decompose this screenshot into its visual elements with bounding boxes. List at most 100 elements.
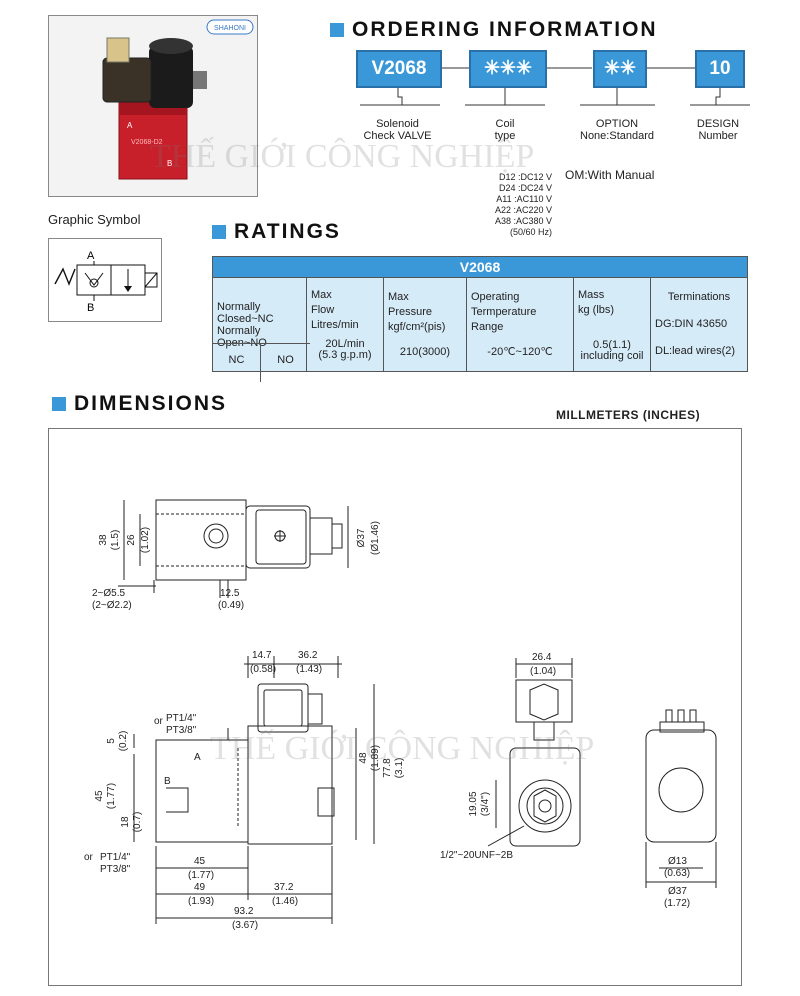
dim-front-or1: or	[154, 716, 164, 727]
coil-type-list: D12 :DC12 V D24 :DC24 V A11 :AC110 V A22…	[494, 172, 552, 237]
dim-front-0-7: (0.7)	[132, 812, 143, 833]
dim-front-port-b2: PT3/8"	[100, 864, 131, 875]
dim-front-w37-2: 37.2	[274, 882, 294, 893]
nc-value: NC	[228, 354, 245, 366]
dim-front-3-1: (3.1)	[394, 758, 405, 779]
dim-front-lbl-b: B	[164, 776, 171, 787]
dim-top-d146: (Ø1.46)	[370, 521, 381, 555]
watermark-top: THẾ GIỚI CÔNG NGHIỆP	[150, 138, 535, 175]
photo-label-a: A	[127, 121, 133, 130]
dim-side-3-4: (3/4")	[480, 792, 491, 816]
dim-front-1-43: (1.43)	[296, 664, 322, 675]
dim-front-77-8: 77.8	[382, 758, 393, 778]
ratings-col-pressure: Max Pressure kgf/cm²(pis) 210(3000)	[383, 277, 467, 372]
ratings-col-flow: Max Flow Litres/min 20L/min (5.3 g.p.m)	[306, 277, 384, 372]
section-square-icon	[52, 397, 66, 411]
dim-front-w45: 45	[194, 856, 206, 867]
ratings-table-title: V2068	[212, 256, 748, 278]
mass-value: 0.5(1.1)	[593, 338, 631, 351]
ratings-header: RATINGS	[212, 220, 341, 244]
dim-top-0-49: (0.49)	[218, 600, 244, 611]
photo-model: V2068-D2	[131, 139, 163, 146]
dim-front-port-top: PT1/4"	[166, 713, 197, 724]
dim-coil-0-63: (0.63)	[664, 868, 690, 879]
dim-front-14-7: 14.7	[252, 650, 272, 661]
dim-front-5: 5	[106, 738, 117, 744]
dimensions-header: DIMENSIONS	[52, 392, 227, 416]
code-coil: ✳✳✳	[469, 50, 547, 88]
dim-front-45: 45	[94, 790, 105, 802]
section-square-icon	[212, 225, 226, 239]
ratings-col-temperature: Operating Termperature Range -20℃~120℃	[466, 277, 574, 372]
photo-label-b: B	[167, 159, 172, 168]
dimensions-title: DIMENSIONS	[74, 392, 228, 415]
dim-top-38: 38	[98, 534, 109, 546]
option-manual: OM:With Manual	[565, 168, 655, 182]
dim-top-holes: 2~Ø5.5	[92, 588, 126, 599]
caption-coil: Coil type	[494, 118, 516, 142]
caption-design: DESIGN Number	[696, 118, 740, 142]
ratings-col-terminations: Terminations DG:DIN 43650 DL:lead wires(…	[650, 277, 748, 372]
flow-value: 20L/min	[325, 338, 365, 350]
dim-coil-1-72: (1.72)	[664, 898, 690, 909]
ordering-header: ORDERING INFORMATION	[330, 18, 658, 42]
dim-front-port-top2: PT3/8"	[166, 725, 197, 736]
dim-front-1-77: (1.77)	[106, 783, 117, 809]
graphic-symbol-box: A B	[48, 238, 162, 322]
dim-side-1-04: (1.04)	[530, 666, 556, 677]
dim-side-thread: 1/2"~20UNF~2B	[440, 850, 513, 861]
product-photo: A V2068-D2 B SHAHONI	[48, 15, 258, 197]
dimensions-drawing-frame	[48, 428, 742, 986]
dim-front-18: 18	[120, 816, 131, 828]
dim-front-port-b: PT1/4"	[100, 852, 131, 863]
dim-top-holes-in: (2~Ø2.2)	[92, 600, 132, 611]
ratings-title: RATINGS	[234, 220, 341, 243]
brand-logo: SHAHONI	[214, 25, 246, 32]
dim-front-1-89: (1.89)	[370, 745, 381, 771]
caption-option: OPTION None:Standard	[580, 118, 654, 142]
nc-no-top-divider	[213, 343, 310, 344]
dim-top-d37: Ø37	[356, 528, 367, 547]
ratings-col-type: Normally Closed~NC Normally Open~NO	[212, 277, 307, 372]
mass-note: including coil	[580, 349, 644, 362]
dim-front-36-2: 36.2	[298, 650, 318, 661]
pressure-value: 210(3000)	[399, 345, 451, 358]
ordering-title: ORDERING INFORMATION	[352, 18, 658, 41]
dim-side-26-4: 26.4	[532, 652, 552, 663]
temperature-value: -20℃~120℃	[487, 345, 553, 358]
dim-front-w1-77: (1.77)	[188, 870, 214, 881]
dimensions-units: MILLMETERS (INCHES)	[556, 408, 701, 422]
dim-front-48: 48	[358, 752, 369, 764]
watermark-bottom: THẾ GIỚI CÔNG NGHIỆP	[210, 730, 595, 767]
valve-photo-illustration: A V2068-D2 B SHAHONI	[49, 16, 257, 196]
dim-front-0-2: (0.2)	[118, 731, 129, 752]
dim-coil-d13: Ø13	[668, 856, 687, 867]
dim-front-or2: or	[84, 852, 94, 863]
dim-front-lbl-a: A	[194, 752, 201, 763]
code-design: 10	[695, 50, 745, 88]
dim-top-12-5: 12.5	[220, 588, 240, 599]
dim-front-w49: 49	[194, 882, 206, 893]
dim-top-1-5: (1.5)	[110, 530, 121, 551]
symbol-port-b: B	[87, 302, 94, 314]
dim-front-w1-46: (1.46)	[272, 896, 298, 907]
dim-front-w1-93: (1.93)	[188, 896, 214, 907]
ratings-table: V2068 Normally Closed~NC Normally Open~N…	[212, 256, 748, 372]
dim-coil-d37: Ø37	[668, 886, 687, 897]
nc-no-divider	[260, 344, 261, 382]
dim-front-0-58: (0.58)	[250, 664, 276, 675]
valve-symbol-icon: A B	[54, 250, 158, 314]
dim-top-1-02: (1.02)	[140, 527, 151, 553]
dim-top-26: 26	[126, 534, 137, 546]
no-value: NO	[277, 354, 294, 366]
dim-front-w3-67: (3.67)	[232, 920, 258, 931]
code-option: ✳✳	[593, 50, 647, 88]
dimension-drawings: 38 (1.5) 26 (1.02) Ø37 (Ø1.46) 2~Ø5.5 (2…	[84, 499, 717, 931]
section-square-icon	[330, 23, 344, 37]
dim-front-w93-2: 93.2	[234, 906, 254, 917]
graphic-symbol-title: Graphic Symbol	[48, 212, 141, 227]
caption-model: Solenoid Check VALVE	[363, 118, 432, 142]
dim-side-19-05: 19.05	[468, 791, 479, 816]
symbol-port-a: A	[87, 250, 95, 262]
ratings-col-mass: Mass kg (lbs) 0.5(1.1) including coil	[573, 277, 651, 372]
